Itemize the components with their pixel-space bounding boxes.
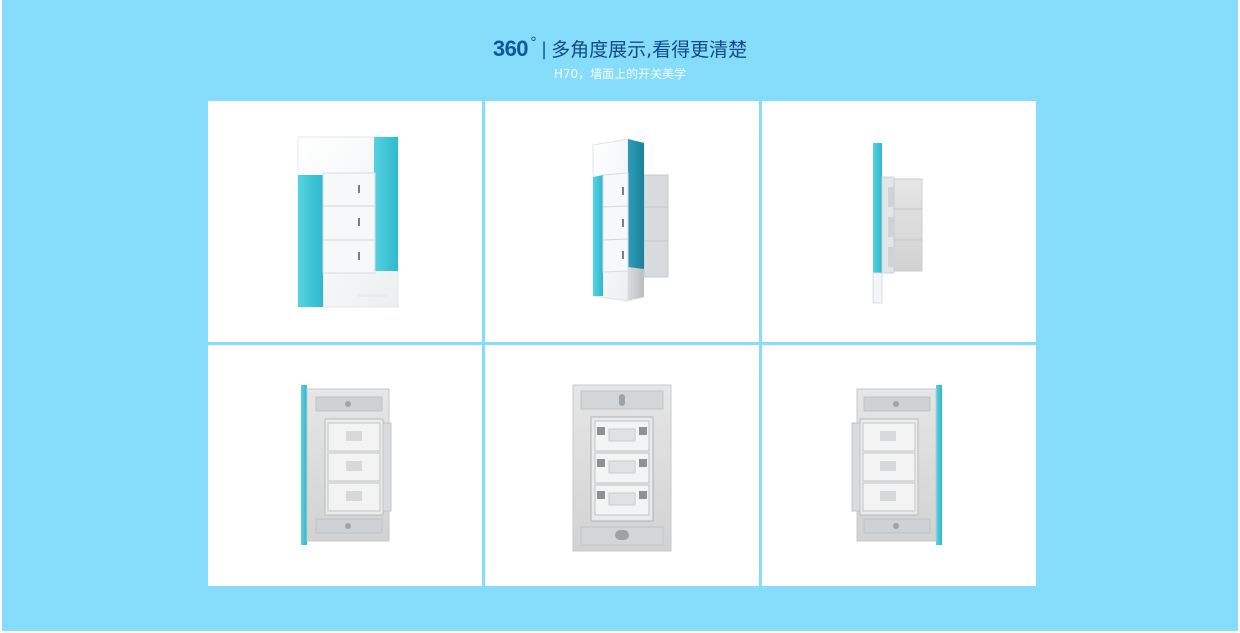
section-subtitle: H70，墙面上的开关美学 xyxy=(553,67,687,81)
title-text: 多角度展示,看得更清楚 xyxy=(551,39,748,61)
switch-back-right-icon xyxy=(851,385,942,545)
view-angled[interactable] xyxy=(485,101,759,342)
switch-side-icon xyxy=(872,143,923,304)
view-back-angled-left[interactable] xyxy=(208,345,482,586)
switch-back-left-icon xyxy=(301,385,392,545)
switch-front-icon xyxy=(297,136,399,308)
switch-back-icon xyxy=(572,384,672,552)
view-back-angled-right[interactable] xyxy=(762,345,1036,586)
view-gallery xyxy=(208,101,1036,586)
section-title: 360°|多角度展示,看得更清楚 xyxy=(2,30,1238,63)
title-degree: ° xyxy=(530,35,538,51)
view-back[interactable] xyxy=(485,345,759,586)
switch-angled-icon xyxy=(592,138,669,302)
title-number: 360 xyxy=(492,36,529,61)
view-front[interactable] xyxy=(208,101,482,342)
title-separator: | xyxy=(541,39,548,60)
view-side[interactable] xyxy=(762,101,1036,342)
